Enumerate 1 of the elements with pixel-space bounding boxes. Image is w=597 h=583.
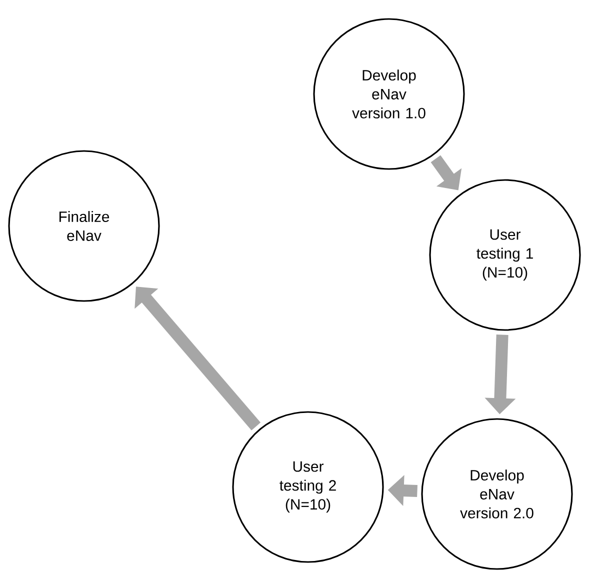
block-arrow bbox=[134, 286, 261, 430]
